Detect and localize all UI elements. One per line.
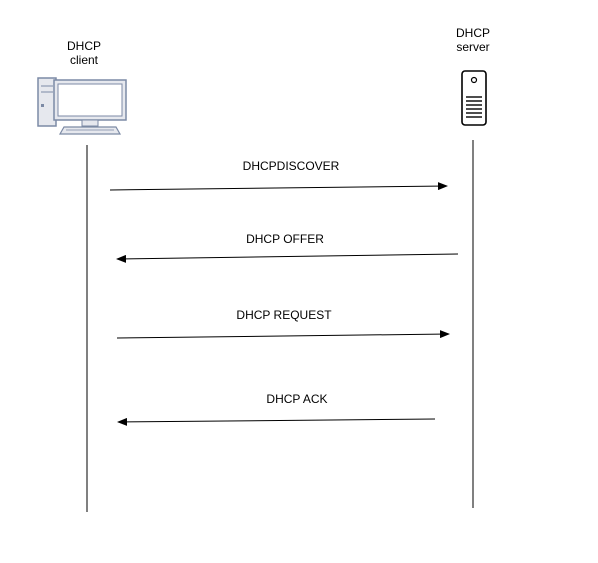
desktop-computer-icon [37,77,127,135]
client-label-line2: client [69,53,98,67]
message-label-dhcp-offer: DHCP OFFER [246,232,324,246]
server-label: DHCP server [433,26,513,54]
arrow-dhcp-offer [116,253,459,263]
client-label: DHCP client [44,39,124,67]
server-tower-icon [461,70,487,126]
arrow-dhcp-request [116,330,450,339]
message-label-dhcp-request: DHCP REQUEST [236,308,332,322]
server-label-line2: server [456,40,490,54]
message-label-dhcp-ack: DHCP ACK [266,392,328,406]
message-label-dhcpdiscover: DHCPDISCOVER [242,159,340,173]
arrow-dhcpdiscover [109,182,448,191]
arrow-dhcp-ack [117,417,436,426]
server-label-line1: DHCP [455,26,490,40]
client-label-line1: DHCP [66,39,101,53]
